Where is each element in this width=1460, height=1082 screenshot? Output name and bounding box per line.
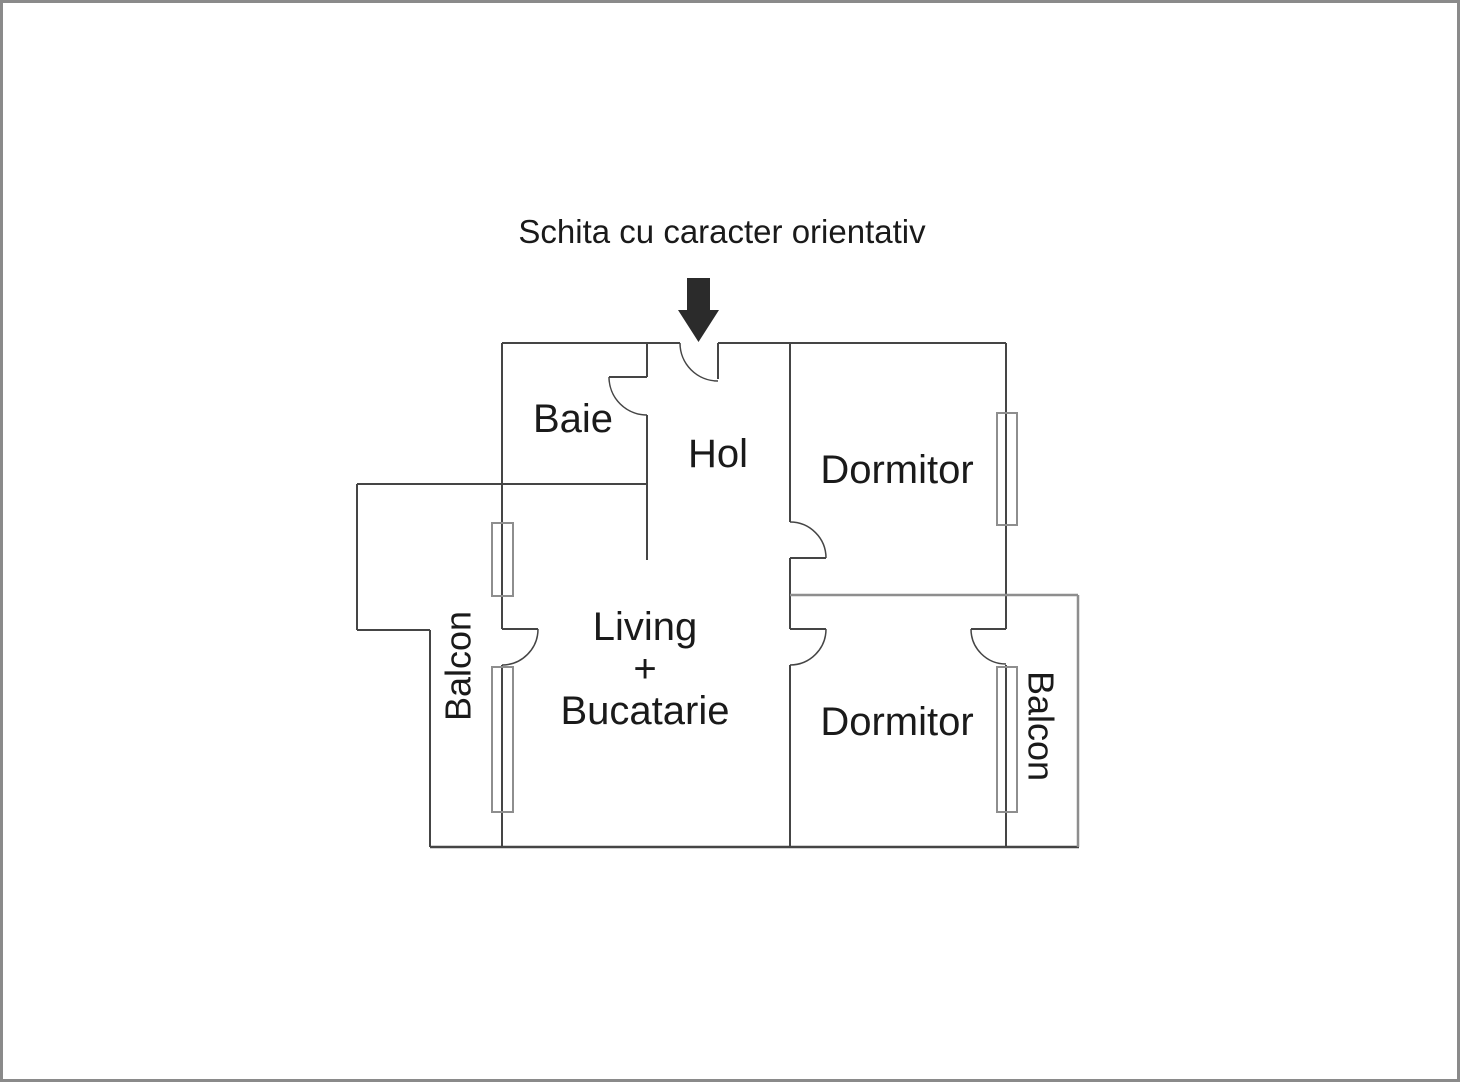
door-arc-dormitor-top — [789, 521, 827, 559]
room-label-living-plus: + — [633, 647, 656, 691]
window-symbol-living-lower — [491, 666, 514, 813]
window-symbol-dormitor-bottom — [996, 666, 1018, 813]
room-label-dormitor-bottom: Dormitor — [820, 700, 973, 744]
room-label-living: Living — [593, 605, 698, 649]
room-label-baie: Baie — [533, 397, 613, 441]
window-symbol-dormitor-top — [996, 412, 1018, 526]
room-label-bucatarie: Bucatarie — [561, 689, 730, 733]
room-label-hol: Hol — [688, 432, 748, 476]
plan-title: Schita cu caracter orientativ — [518, 213, 926, 250]
windows — [491, 412, 1018, 813]
doors — [501, 342, 1007, 666]
room-label-dormitor-top: Dormitor — [820, 448, 973, 492]
door-arc-baie — [608, 376, 648, 416]
door-arc-entrance — [679, 342, 719, 382]
door-arc-balcony-left — [501, 628, 539, 666]
room-label-balcon-left: Balcon — [438, 611, 479, 721]
room-label-balcon-right: Balcon — [1021, 671, 1062, 781]
window-symbol-living-upper — [491, 522, 514, 597]
door-arc-balcony-right — [970, 628, 1007, 665]
room-labels: Baie Hol Dormitor Dormitor Living + Buca… — [438, 397, 1062, 781]
walls — [356, 342, 1080, 849]
door-arc-dormitor-bottom — [789, 628, 827, 666]
entrance-arrow-icon — [678, 278, 719, 342]
